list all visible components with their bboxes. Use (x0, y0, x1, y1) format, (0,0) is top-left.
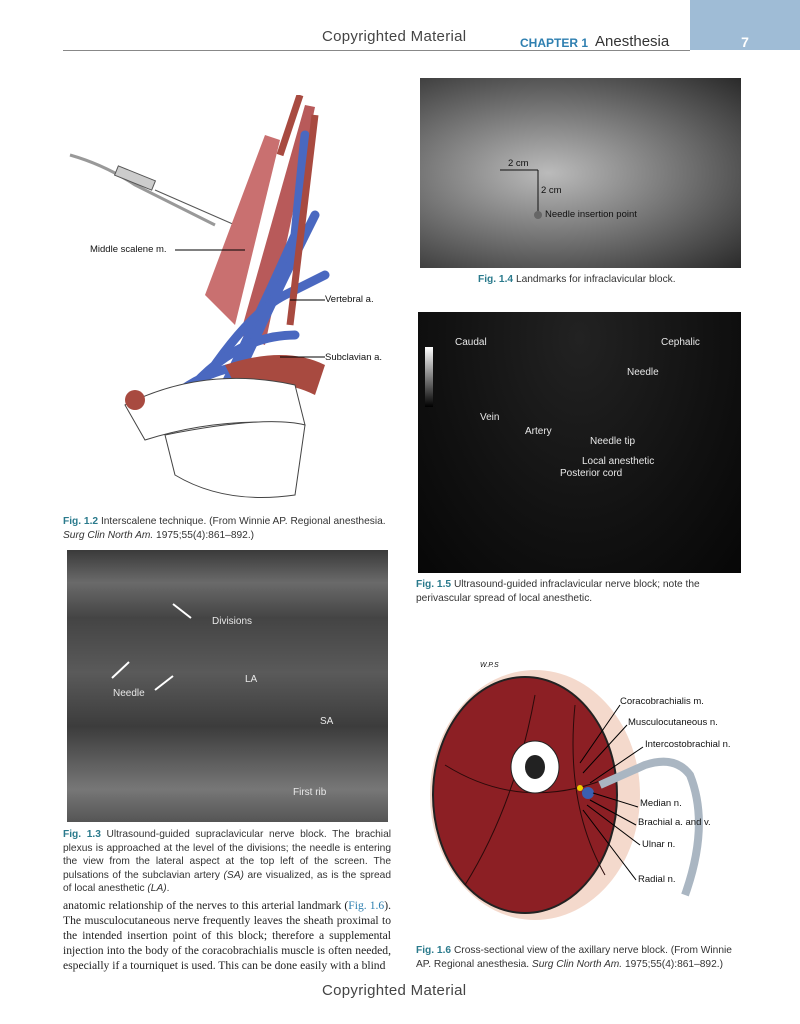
figure-1-2-caption: Fig. 1.2 Interscalene technique. (From W… (63, 516, 386, 541)
label-divisions: Divisions (212, 616, 253, 627)
label-subclavian-artery: Subclavian a. (325, 352, 383, 363)
label-needle-tip: Needle tip (590, 436, 636, 447)
label-ulnar-nerve: Ulnar n. (642, 839, 676, 850)
copyright-watermark-bottom: Copyrighted Material (322, 982, 467, 999)
label-cephalic: Cephalic (661, 337, 700, 348)
figure-1-3-caption: Fig. 1.3 Ultrasound-guided supraclavicul… (63, 829, 391, 894)
figure-1-5-caption: Fig. 1.5 Ultrasound-guided infraclavicul… (416, 579, 700, 604)
copyright-watermark-top: Copyrighted Material (322, 28, 467, 45)
artist-signature: W.P.S (480, 662, 499, 669)
label-needle: Needle (627, 367, 659, 378)
label-first-rib: First rib (293, 787, 327, 798)
label-posterior-cord: Posterior cord (560, 468, 623, 479)
figure-number: Fig. 1.2 (63, 516, 99, 527)
chapter-title: Anesthesia (595, 33, 670, 50)
label-coracobrachialis: Coracobrachialis m. (620, 696, 704, 707)
label-sa: SA (320, 716, 334, 727)
label-vein: Vein (480, 412, 500, 423)
figure-1-6-caption: Fig. 1.6 Cross-sectional view of the axi… (416, 945, 732, 970)
label-middle-scalene: Middle scalene m. (90, 244, 167, 255)
label-musculocutaneous: Musculocutaneous n. (628, 717, 718, 728)
label-brachial-artery-vein: Brachial a. and v. (638, 817, 711, 828)
figure-1-5-ultrasound: Caudal Cephalic Needle Vein Artery Needl… (418, 312, 741, 573)
figure-1-3-ultrasound: Divisions Needle LA SA First rib (67, 550, 388, 822)
label-median-nerve: Median n. (640, 798, 682, 809)
figure-1-2-illustration: Middle scalene m. Vertebral a. Subclavia… (65, 95, 395, 507)
label-caudal: Caudal (455, 337, 487, 348)
body-text: anatomic relationship of the nerves to t… (63, 899, 391, 972)
grayscale-bar (425, 347, 433, 407)
label-radial-nerve: Radial n. (638, 874, 676, 885)
figure-1-6-cross-section: W.P.S Coracobrachialis m. Musculocutaneo… (425, 655, 755, 935)
chapter-label: CHAPTER 1 (520, 36, 589, 50)
label-2cm-horizontal: 2 cm (508, 158, 529, 169)
figure-1-4-bone-render: 2 cm 2 cm Needle insertion point (420, 78, 741, 268)
label-vertebral-artery: Vertebral a. (325, 294, 374, 305)
label-local-anesthetic: Local anesthetic (582, 456, 655, 467)
label-2cm-vertical: 2 cm (541, 185, 562, 196)
figure-reference-link[interactable]: Fig. 1.6 (348, 899, 385, 912)
label-needle-insertion-point: Needle insertion point (545, 209, 637, 220)
label-needle: Needle (113, 688, 145, 699)
header-rule (63, 50, 690, 51)
page-number: 7 (690, 0, 800, 50)
label-intercostobrachial: Intercostobrachial n. (645, 739, 731, 750)
label-artery: Artery (525, 426, 552, 437)
figure-1-4-caption: Fig. 1.4 Landmarks for infraclavicular b… (478, 274, 676, 285)
label-la: LA (245, 674, 258, 685)
